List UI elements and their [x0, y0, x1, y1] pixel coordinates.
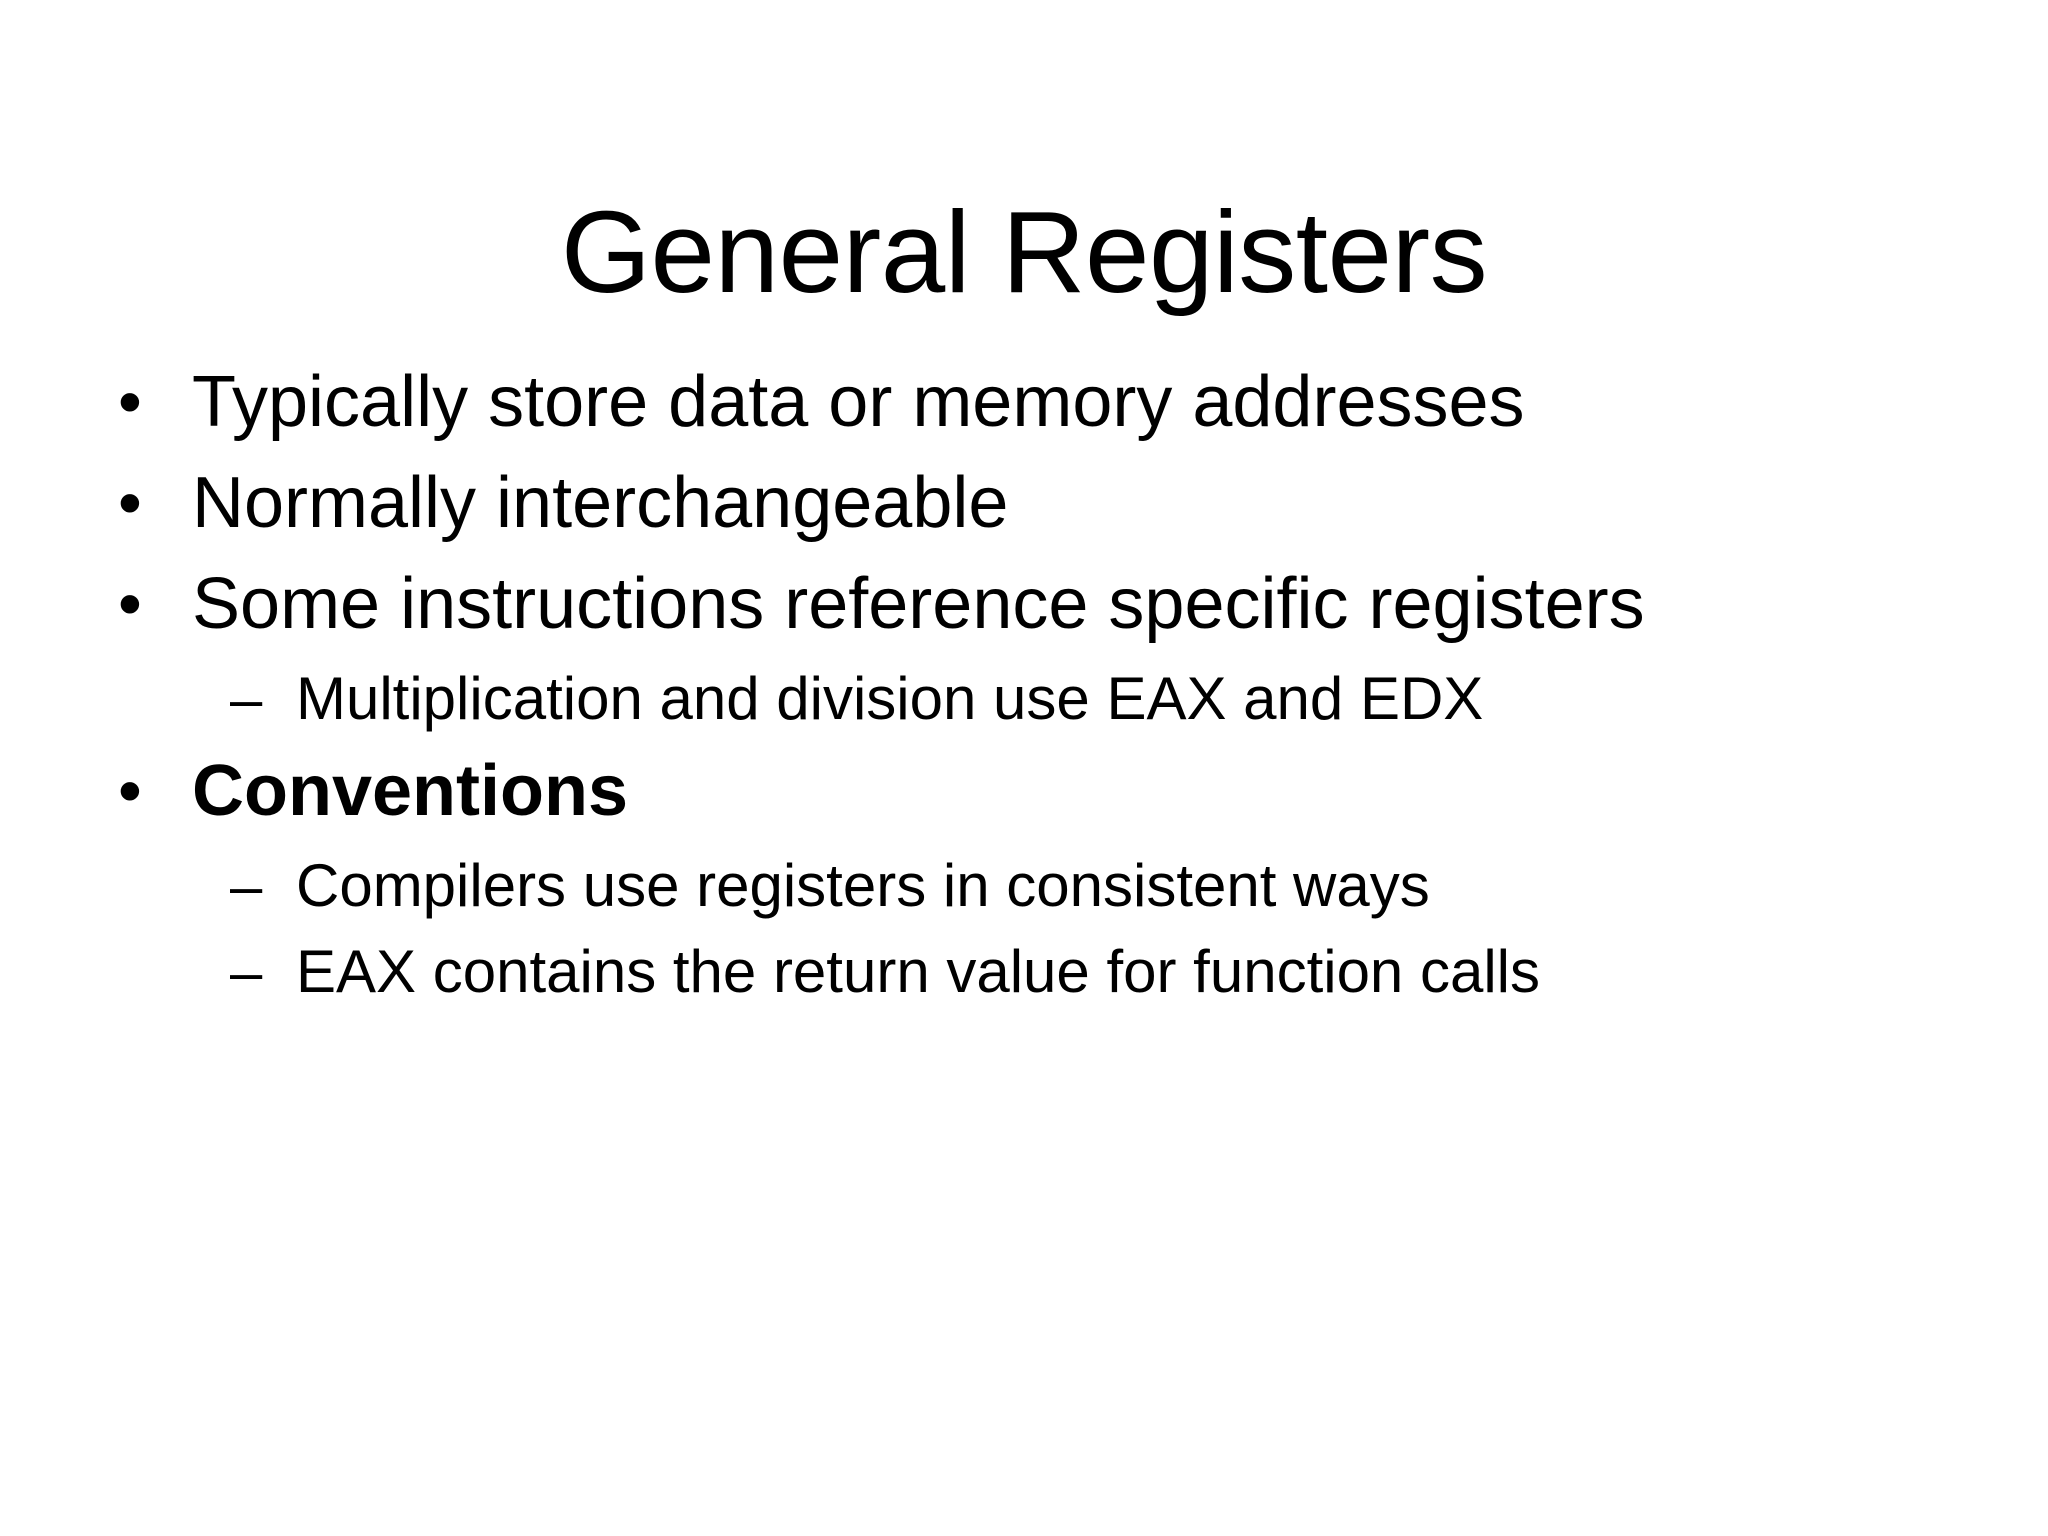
bullet-item-conventions[interactable]: • Conventions — [104, 755, 1964, 827]
bullet-item[interactable]: • Typically store data or memory address… — [104, 366, 1964, 438]
bullet-marker-icon: • — [118, 364, 142, 440]
sub-bullet-item[interactable]: – Multiplication and division use EAX an… — [104, 669, 1964, 729]
bullet-text: Conventions — [192, 751, 629, 831]
dash-marker-icon: – — [230, 667, 263, 732]
bullet-marker-icon: • — [118, 465, 142, 541]
bullet-text: Some instructions reference specific reg… — [192, 564, 1645, 644]
dash-marker-icon: – — [230, 854, 263, 919]
bullet-marker-icon: • — [118, 566, 142, 642]
bullet-text: Typically store data or memory addresses — [192, 362, 1525, 442]
dash-marker-icon: – — [230, 940, 263, 1005]
sub-bullet-text: EAX contains the return value for functi… — [296, 938, 1541, 1005]
sub-bullet-text: Compilers use registers in consistent wa… — [296, 852, 1430, 919]
bullet-item[interactable]: • Some instructions reference specific r… — [104, 568, 1964, 640]
bullet-marker-icon: • — [118, 753, 142, 829]
slide-body-content-placeholder[interactable]: • Typically store data or memory address… — [104, 366, 1964, 1028]
sub-bullet-item[interactable]: – Compilers use registers in consistent … — [104, 856, 1964, 916]
bullet-text: Normally interchangeable — [192, 463, 1009, 543]
sub-bullet-text: Multiplication and division use EAX and … — [296, 665, 1484, 732]
sub-bullet-item[interactable]: – EAX contains the return value for func… — [104, 942, 1964, 1002]
slide-title: General Registers — [560, 186, 1488, 317]
bullet-item[interactable]: • Normally interchangeable — [104, 467, 1964, 539]
